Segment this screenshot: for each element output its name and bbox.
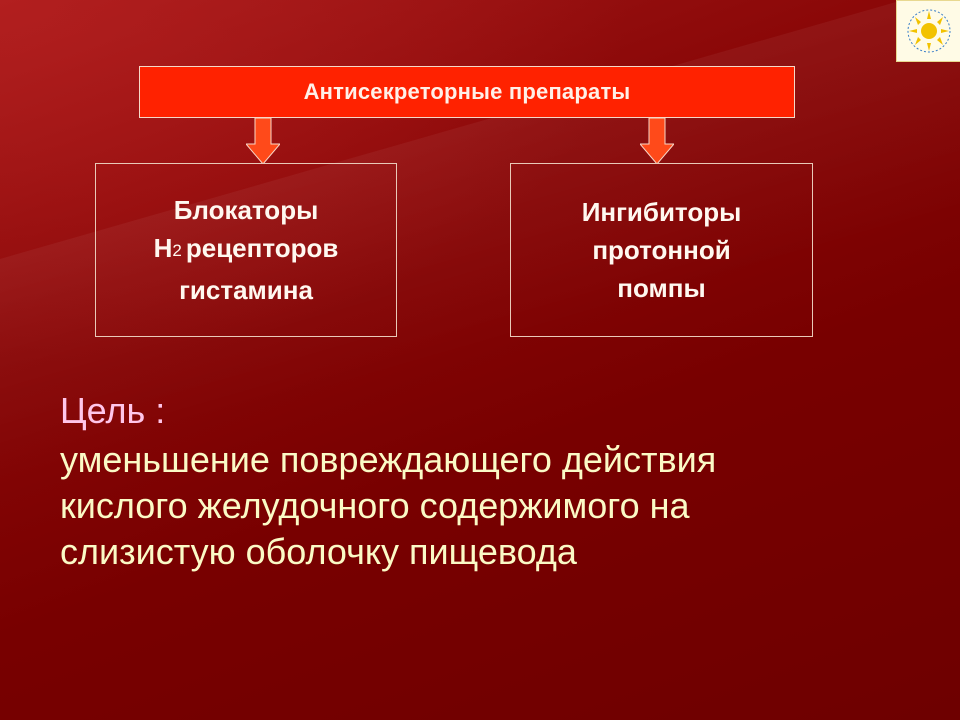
h-letter: H: [153, 233, 173, 263]
goal-line-1: уменьшение повреждающего действия: [60, 439, 717, 480]
arrow-down-icon: [246, 118, 280, 164]
left-box-line-2-rest: рецепторов: [185, 233, 339, 263]
goal-description: уменьшение повреждающего действия кислог…: [60, 437, 880, 575]
goal-heading: Цель :: [60, 390, 166, 431]
top-box-label: Антисекреторные препараты: [303, 79, 631, 104]
sun-logo-icon: [896, 0, 960, 62]
left-box-line-1: Блокаторы: [173, 195, 319, 225]
goal-line-2: кислого желудочного содержимого на: [60, 485, 690, 526]
right-box-line-2: протонной: [592, 235, 731, 265]
h-subscript: 2: [172, 241, 182, 260]
proton-pump-inhibitors-box: Ингибиторы протонной помпы: [510, 163, 813, 337]
right-box-line-3: помпы: [617, 273, 706, 303]
right-box-line-1: Ингибиторы: [581, 197, 742, 227]
arrow-down-icon: [640, 118, 674, 164]
goal-line-3: слизистую оболочку пищевода: [60, 531, 577, 572]
antisecretory-drugs-box: Антисекреторные препараты: [139, 66, 795, 118]
left-box-line-3: гистамина: [179, 275, 313, 305]
